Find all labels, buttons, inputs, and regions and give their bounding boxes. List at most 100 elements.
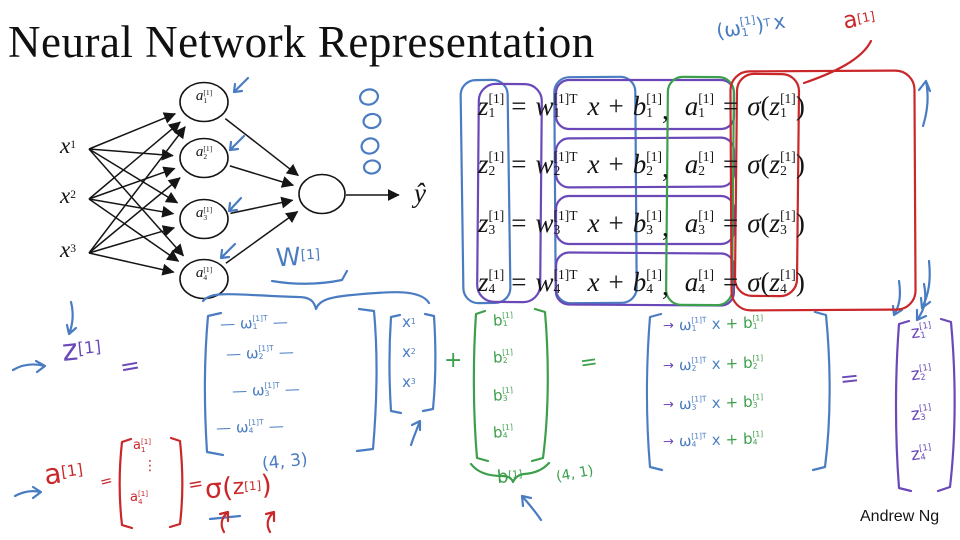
symbol-scripts: [1]3: [203, 206, 212, 221]
x-symbol: x: [587, 90, 600, 121]
row-dash: —: [231, 381, 248, 401]
equals-sign: =: [511, 266, 527, 297]
subscript: 2: [488, 163, 496, 178]
network-edge: [88, 121, 181, 200]
symbol-scripts: [1]3: [489, 209, 505, 237]
symbol-base: b: [632, 266, 647, 297]
symbol-scripts: 2: [70, 189, 76, 202]
hidden-unit-label: a[1]3: [182, 205, 226, 222]
row-dash: —: [284, 379, 301, 399]
x-symbol: x: [771, 8, 787, 35]
down-arrow-icon: [919, 259, 932, 310]
superscript: [1]: [646, 91, 662, 107]
subscript: 1: [780, 105, 787, 120]
row-dash: —: [268, 416, 285, 436]
symbol-base: b: [632, 90, 647, 121]
subscript: 3: [410, 377, 416, 387]
network-edge: [88, 148, 179, 204]
sigma-symbol: σ: [747, 266, 761, 297]
symbol-scripts: [1]3: [919, 403, 933, 424]
row-dash: —: [219, 314, 236, 334]
lparen: (: [760, 148, 770, 179]
z-vector-right-bracket: [936, 317, 956, 493]
symbol-base: z: [769, 207, 781, 238]
subscript: 2: [553, 163, 561, 178]
subscript: 3: [919, 412, 927, 424]
z-term: z[1]2: [910, 363, 934, 385]
rparen: ): [795, 207, 805, 238]
plus-sign: +: [725, 393, 739, 412]
hidden-unit-label: a[1]1: [182, 88, 226, 105]
b-vector-row: b[1]2: [492, 347, 514, 367]
symbol-base: w: [535, 148, 554, 179]
z-vector-left-bracket: [894, 319, 913, 493]
symbol-scripts: [1]4: [752, 430, 763, 447]
symbol-scripts: [1]2: [698, 150, 714, 178]
subscript: 3: [646, 222, 653, 237]
subscript: 2: [203, 151, 208, 161]
z-vector-row: z[1]2: [910, 363, 934, 385]
symbol-scripts: [1]2: [752, 354, 763, 371]
subscript: 2: [780, 163, 787, 178]
superscript: [1]: [488, 149, 505, 165]
up-hook-arrow-icon: [264, 510, 276, 534]
sigma-symbol: σ: [747, 90, 761, 121]
superscript: [1]T: [553, 208, 578, 224]
symbol-scripts: [1]2: [919, 363, 933, 383]
plus-sign: +: [608, 207, 624, 238]
superscript: [1]: [203, 264, 213, 274]
subscript: 3: [264, 388, 270, 399]
network-edge: [88, 252, 175, 276]
plus-sign: +: [725, 354, 739, 373]
hidden-unit-symbol: a[1]3: [196, 205, 212, 222]
symbol-scripts: 1: [70, 139, 76, 152]
row-dash: —: [272, 312, 289, 332]
row-arrow-icon: →: [662, 317, 675, 334]
symbol-scripts: [1]4: [698, 268, 714, 296]
equals-sign: =: [511, 90, 527, 121]
output-prediction-label: ŷ: [414, 178, 426, 208]
z1-vector-lhs: z[1]: [60, 332, 102, 369]
subscript: 1: [502, 318, 508, 329]
symbol-scripts: [1]1: [919, 321, 933, 341]
subscript: 4: [919, 452, 927, 464]
subscript: 2: [410, 347, 416, 357]
up-arrow-icon: [917, 79, 932, 128]
superscript: [1]: [780, 149, 796, 165]
superscript: [1]: [203, 204, 213, 214]
plus-sign: +: [725, 314, 739, 333]
superscript: [1]: [646, 267, 662, 283]
z-term: z[1]3: [478, 208, 504, 239]
symbol-scripts: [1]4: [780, 268, 796, 296]
symbol-base: a: [684, 148, 699, 179]
a-term: a[1]4: [685, 267, 714, 298]
symbol-base: w: [535, 266, 554, 297]
subscript: 3: [780, 222, 787, 237]
superscript: [1]: [698, 208, 714, 224]
equals-sign: =: [838, 365, 861, 393]
row-dash: —: [225, 344, 242, 364]
subscript: 1: [410, 317, 416, 327]
subscript: 1: [252, 321, 258, 332]
z-term: z[1]3: [910, 403, 934, 425]
rparen: ): [795, 266, 805, 297]
hidden-unit-label: a[1]2: [182, 144, 226, 161]
symbol-scripts: [1]2: [502, 348, 514, 365]
symbol-base: ω: [235, 418, 249, 437]
lparen: (: [760, 266, 770, 297]
